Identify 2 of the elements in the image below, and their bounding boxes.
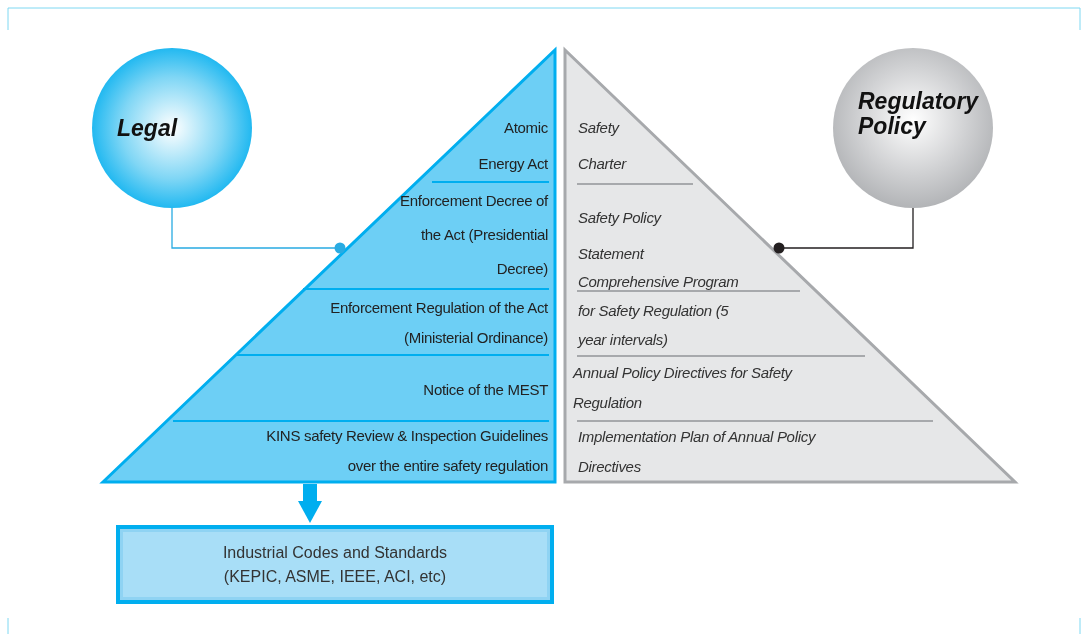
process-box: Industrial Codes and Standards (KEPIC, ASME, IEEE, ACI, etc) <box>116 525 554 604</box>
arrow <box>298 484 322 523</box>
